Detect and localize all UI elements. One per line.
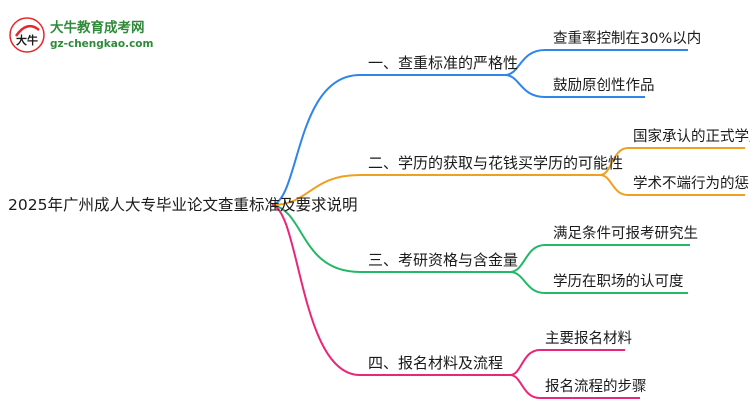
- connector-branch-1-leaf-1: [504, 49, 546, 76]
- connector-root-branch-2: [271, 174, 361, 206]
- branch-4-leaf-1: 主要报名材料: [545, 331, 632, 347]
- connector-root-branch-4: [271, 204, 361, 376]
- branch-1-leaf-1: 查重率控制在30%以内: [553, 31, 702, 47]
- connector-branch-4-leaf-1: [509, 349, 541, 376]
- connector-branch-3-leaf-1: [509, 244, 546, 273]
- connector-branch-3-leaf-2: [509, 271, 546, 294]
- logo-mark-icon: 大牛: [9, 17, 45, 53]
- connector-root-branch-3: [271, 204, 361, 273]
- branch-1-leaf-2: 鼓励原创性作品: [553, 78, 655, 94]
- logo-url: gz-chengkao.com: [50, 38, 154, 50]
- connector-branch-2-leaf-2: [599, 174, 629, 196]
- site-logo: 大牛 大牛教育成考网 gz-chengkao.com: [8, 14, 184, 58]
- logo-mark-text: 大牛: [16, 33, 38, 47]
- branch-1-label: 一、查重标准的严格性: [368, 54, 519, 72]
- branch-2-label: 二、学历的获取与花钱买学历的可能性: [368, 154, 624, 172]
- logo-title: 大牛教育成考网: [50, 20, 145, 36]
- branch-3-label: 三、考研资格与含金量: [368, 251, 519, 269]
- branch-3-leaf-2: 学历在职场的认可度: [553, 274, 684, 290]
- branch-4-leaf-2: 报名流程的步骤: [545, 379, 647, 395]
- branch-2-leaf-2: 学术不端行为的惩罚: [633, 176, 750, 192]
- connector-root-branch-1: [271, 74, 361, 206]
- mindmap-root: 2025年广州成人大专毕业论文查重标准及要求说明: [8, 196, 358, 214]
- connector-branch-2-leaf-1: [599, 147, 629, 176]
- branch-3-leaf-1: 满足条件可报考研究生: [553, 226, 698, 242]
- connector-branch-1-leaf-2: [504, 74, 546, 98]
- branch-4-label: 四、报名材料及流程: [368, 354, 504, 372]
- branch-2-leaf-1: 国家承认的正式学历: [633, 129, 750, 145]
- connector-branch-4-leaf-2: [509, 374, 541, 399]
